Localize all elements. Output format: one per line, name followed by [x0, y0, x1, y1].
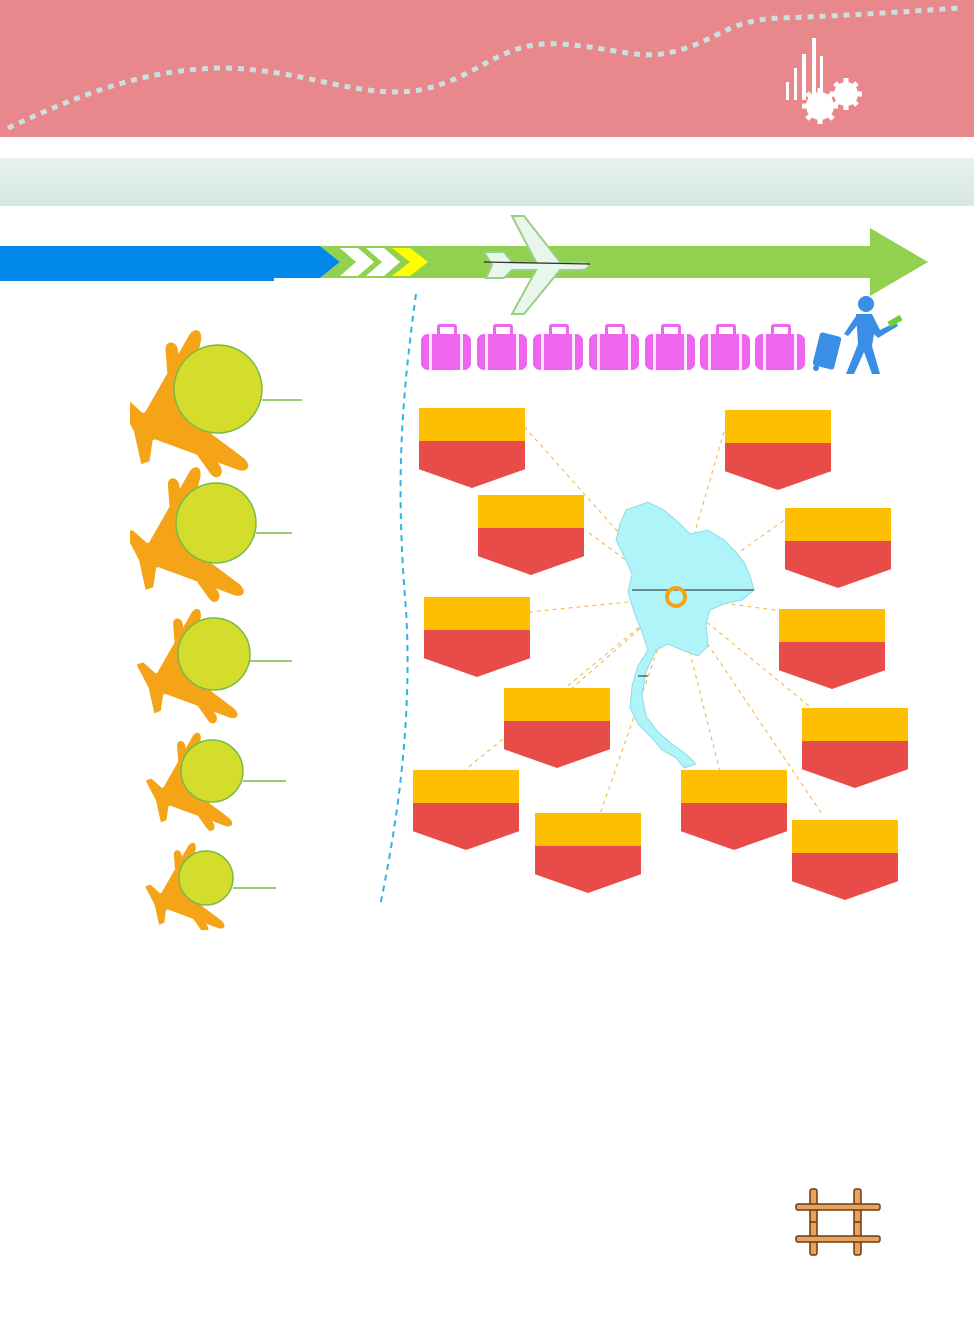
traveler-with-suitcase-icon [812, 296, 903, 374]
destination-pin [792, 820, 898, 900]
destination-pin [504, 688, 610, 768]
suitcase-icon [589, 324, 639, 370]
thailand-map-icon [615, 501, 755, 769]
suitcase-icon [533, 324, 583, 370]
airplane-outline-icon [482, 215, 591, 315]
destination-pin [419, 408, 525, 488]
suitcase-icon [700, 324, 750, 370]
dashed-divider [379, 293, 417, 907]
suitcase-icon [755, 324, 805, 370]
destination-pin [725, 410, 831, 490]
destination-pin [413, 770, 519, 850]
suitcase-icon [477, 324, 527, 370]
airports-column [130, 328, 302, 930]
bamboo-hash-icon [795, 1188, 881, 1256]
destination-pin [424, 597, 530, 677]
destination-pin [785, 508, 891, 588]
chart-gears-icon [786, 38, 862, 124]
suitcase-icon [421, 324, 471, 370]
destination-pin [802, 708, 908, 788]
destination-pin [681, 770, 787, 850]
suitcase-icon [645, 324, 695, 370]
route-arrow [0, 228, 928, 296]
destination-pin [535, 813, 641, 893]
section-title-bar [0, 158, 974, 206]
destination-pin [779, 609, 885, 689]
header-banner [0, 0, 974, 137]
destination-pin [478, 495, 584, 575]
